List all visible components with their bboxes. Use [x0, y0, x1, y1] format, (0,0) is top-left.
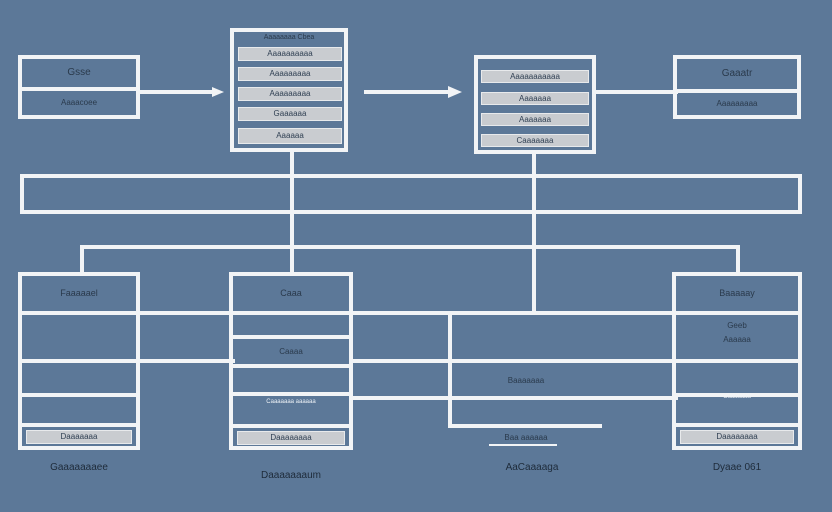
center-bracket — [448, 311, 602, 428]
bottom-right-middle-line1: Geeb — [727, 321, 747, 331]
top-right-box — [673, 55, 801, 119]
list-item: Gaaaaaa — [238, 107, 342, 121]
bottom-left-footer: Daaaaaaa — [26, 430, 132, 444]
bottom-left-title: Faaaaael — [60, 288, 98, 299]
divider — [229, 335, 353, 339]
bottom-center-right-footer: Baa aaaaaa — [504, 433, 548, 443]
list-item: Aaaaaa — [238, 128, 342, 144]
divider — [672, 311, 802, 315]
divider — [18, 87, 140, 91]
arrow-right-icon — [212, 87, 224, 97]
top-left-label: Aaaacoee — [60, 98, 98, 108]
bottom-center-left-middle: Caaaa — [279, 346, 303, 356]
bottom-center-right-caption: AaCaaaaga — [505, 462, 559, 473]
divider — [672, 423, 802, 427]
panel-header: Aaaaaaaa Cbea — [263, 33, 315, 41]
bus-line — [80, 245, 740, 274]
list-item: Aaaaaaaaaa — [238, 47, 342, 61]
list-item: Caaaaaaa — [481, 134, 589, 147]
bottom-right-middle-line2: Aaaaaa — [723, 335, 751, 345]
divider — [229, 424, 353, 428]
divider — [672, 359, 802, 363]
bottom-center-left-footer: Daaaaaaaa — [237, 431, 345, 445]
bottom-center-right-label: Baaaaaaa — [507, 376, 545, 386]
bottom-center-left-small: Caaaaaaa aaaaaa — [266, 398, 316, 405]
list-item: Aaaaaaa — [481, 113, 589, 126]
divider — [672, 393, 802, 397]
divider — [18, 359, 140, 363]
top-right-label: Aaaaaaaaa — [716, 99, 758, 109]
bottom-right-footer: Daaaaaaaa — [680, 430, 794, 444]
list-item: Aaaaaaaaa — [238, 87, 342, 101]
divider — [673, 89, 801, 93]
arrow-right-icon — [448, 86, 462, 98]
bottom-center-left-title: Caaa — [280, 288, 302, 299]
bottom-right-small: Caaaaaaa — [723, 393, 751, 400]
bottom-right-title: Baaaaay — [719, 288, 755, 299]
bottom-right-caption: Dyaae 061 — [712, 462, 762, 473]
divider — [229, 311, 353, 315]
bottom-center-left-caption: Daaaaaaaum — [260, 470, 322, 481]
divider — [229, 392, 353, 396]
top-center-left-panel — [230, 28, 348, 152]
bottom-left-caption: Gaaaaaaaee — [50, 462, 108, 473]
horizontal-band — [20, 174, 802, 214]
list-item: Aaaaaaaaaaa — [481, 70, 589, 83]
top-right-title: Gaaatr — [721, 68, 753, 80]
top-left-title: Gsse — [67, 67, 91, 79]
divider — [18, 311, 140, 315]
divider — [18, 423, 140, 427]
list-item: Aaaaaaaaa — [238, 67, 342, 81]
bottom-center-left-panel — [229, 272, 353, 450]
top-center-right-panel — [474, 55, 596, 154]
divider — [18, 393, 140, 397]
divider — [229, 364, 353, 368]
list-item: Aaaaaaa — [481, 92, 589, 105]
